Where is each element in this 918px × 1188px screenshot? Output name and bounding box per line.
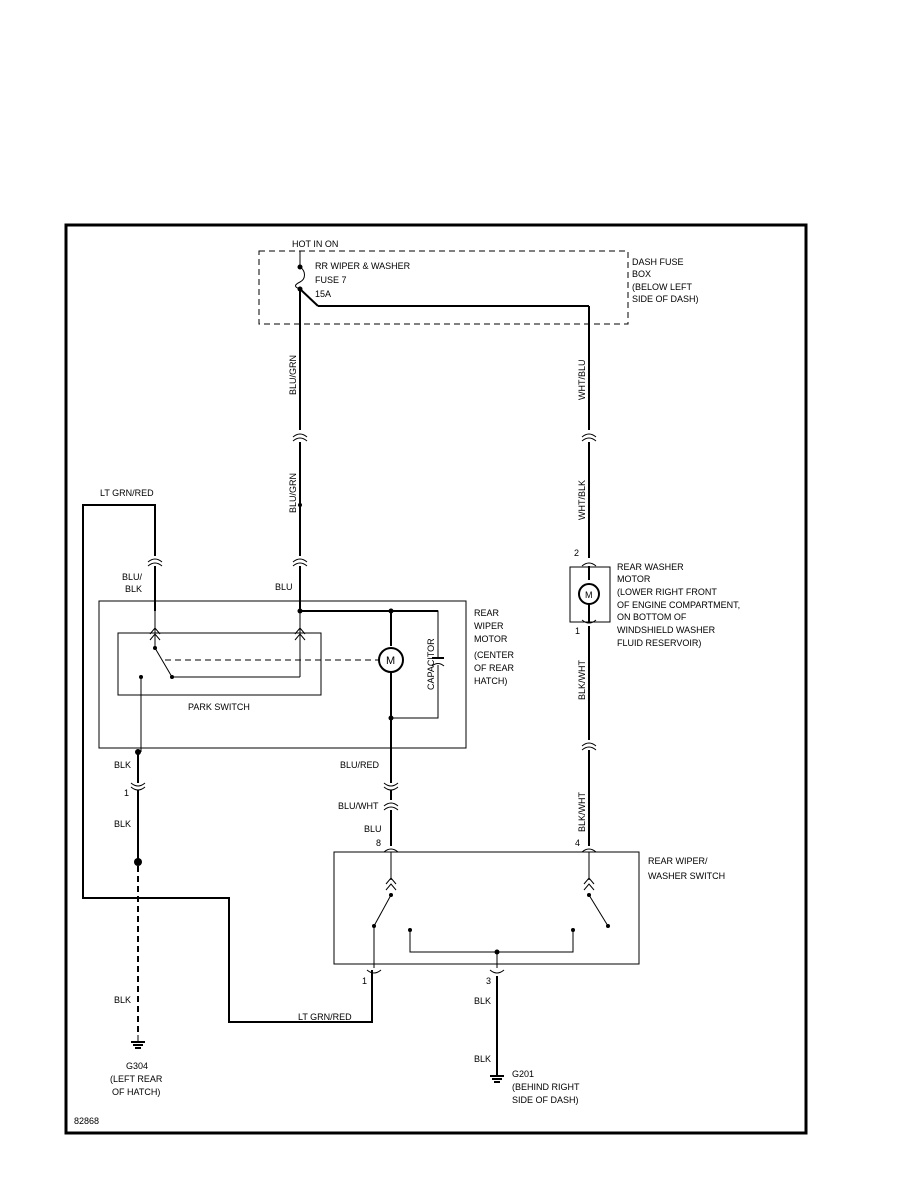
washer-motor-symbol: M (578, 562, 600, 624)
washer-motor-m: M (585, 590, 593, 600)
ground-g201-icon (490, 1075, 504, 1083)
connector-left-pin-1: 1 (124, 788, 129, 798)
rear-wiper-motor-box (98, 600, 467, 749)
ground-g201-line1: G201 (512, 1069, 534, 1079)
wiper-motor-symbol: M (378, 647, 404, 673)
park-switch-contacts (139, 611, 379, 752)
washer-motor-name-1: REAR WASHER (617, 562, 684, 572)
wire-label-lt-grn-red-top: LT GRN/RED (100, 488, 154, 498)
connector-left-1 (130, 782, 146, 791)
hot-in-on-label: HOT IN ON (292, 239, 338, 249)
ground-g304-line1: G304 (126, 1061, 148, 1071)
park-switch-label: PARK SWITCH (188, 702, 250, 712)
switch-pin-8: 8 (376, 838, 381, 848)
washer-motor-name-7: FLUID RESERVOIR) (617, 638, 701, 648)
wire-label-blk-wht-upper: BLK/WHT (577, 659, 587, 700)
washer-motor-name-3: (LOWER RIGHT FRONT (617, 587, 717, 597)
fuse-label-line1: RR WIPER & WASHER (315, 261, 411, 271)
wire-label-blu: BLU (275, 582, 293, 592)
wire-label-blu-blk-2: BLK (125, 584, 142, 594)
fuse-box-name-1: DASH FUSE (632, 257, 684, 267)
fuse-label-line3: 15A (315, 289, 331, 299)
fuse-box-name-3: (BELOW LEFT (632, 282, 693, 292)
wire-label-blu-red: BLU/RED (340, 760, 380, 770)
connector-wht (581, 433, 597, 442)
connector-blu (292, 558, 308, 567)
diagram-id: 82868 (74, 1116, 99, 1126)
connector-blu-red (383, 782, 399, 791)
ground-g201-line2: (BEHIND RIGHT (512, 1082, 580, 1092)
washer-motor-name-2: MOTOR (617, 574, 651, 584)
wiper-motor-name-2: WIPER (474, 621, 504, 631)
switch-name-1: REAR WIPER/ (648, 856, 708, 866)
fuse-symbol (295, 251, 589, 324)
washer-pin-2: 2 (574, 548, 579, 558)
ground-g201-line3: SIDE OF DASH) (512, 1095, 579, 1105)
ground-g304-icon (131, 1035, 145, 1049)
wiper-motor-name-3: MOTOR (474, 634, 508, 644)
wire-label-blu-wht: BLU/WHT (338, 801, 379, 811)
wiper-motor-name-5: OF REAR (474, 663, 515, 673)
ground-g304-line2: (LEFT REAR (110, 1074, 163, 1084)
switch-pin-4: 4 (575, 838, 580, 848)
capacitor-symbol (431, 657, 445, 667)
wire-label-blk-motor: BLK (114, 760, 131, 770)
capacitor-label: CAPACITOR (426, 638, 436, 690)
wire-label-wht-blk: WHT/BLK (577, 480, 587, 520)
connector-blk-wht (581, 742, 597, 751)
washer-motor-name-6: WINDSHIELD WASHER (617, 625, 716, 635)
rear-wiper-washer-switch-box (333, 851, 640, 965)
wiper-motor-m: M (386, 655, 395, 667)
wire-label-blk-wht-lower: BLK/WHT (577, 791, 587, 832)
fuse-box-name-2: BOX (632, 269, 651, 279)
wire-label-blk-ground: BLK (114, 995, 131, 1005)
wire-label-blu-grn-upper: BLU/GRN (288, 355, 298, 395)
washer-pin-1: 1 (575, 626, 580, 636)
park-switch-box (117, 632, 322, 696)
fuse-label-line2: FUSE 7 (315, 275, 347, 285)
ground-g304-line3: OF HATCH) (112, 1087, 160, 1097)
switch-pin-3: 3 (486, 976, 491, 986)
washer-motor-name-4: OF ENGINE COMPARTMENT, (617, 600, 740, 610)
wiper-motor-name-1: REAR (474, 608, 500, 618)
connector-blu-blk (147, 558, 163, 567)
wire-label-wht-blu: WHT/BLU (577, 360, 587, 401)
connector-blu-wht (383, 802, 399, 811)
dash-fuse-box-outline (258, 250, 629, 325)
switch-name-2: WASHER SWITCH (648, 871, 725, 881)
wire-label-blu-blk-1: BLU/ (122, 572, 143, 582)
connector-blu-grn (292, 433, 308, 442)
fuse-box-name-4: SIDE OF DASH) (632, 294, 699, 304)
wiper-motor-name-6: HATCH) (474, 676, 507, 686)
switch-contacts (366, 848, 610, 974)
wire-label-blu-grn-lower: BLU/GRN (288, 473, 298, 513)
wire-label-blu-switch: BLU (364, 824, 382, 834)
wire-label-lt-grn-red-bottom: LT GRN/RED (298, 1012, 352, 1022)
wire-label-blk-mid: BLK (114, 819, 131, 829)
switch-pin-1: 1 (362, 976, 367, 986)
wire-label-blk-switch-2: BLK (474, 1054, 491, 1064)
washer-motor-name-5: ON BOTTOM OF (617, 612, 687, 622)
diagram-frame (64, 223, 808, 1135)
wire-label-blk-switch-1: BLK (474, 996, 491, 1006)
wiper-motor-name-4: (CENTER (474, 650, 514, 660)
